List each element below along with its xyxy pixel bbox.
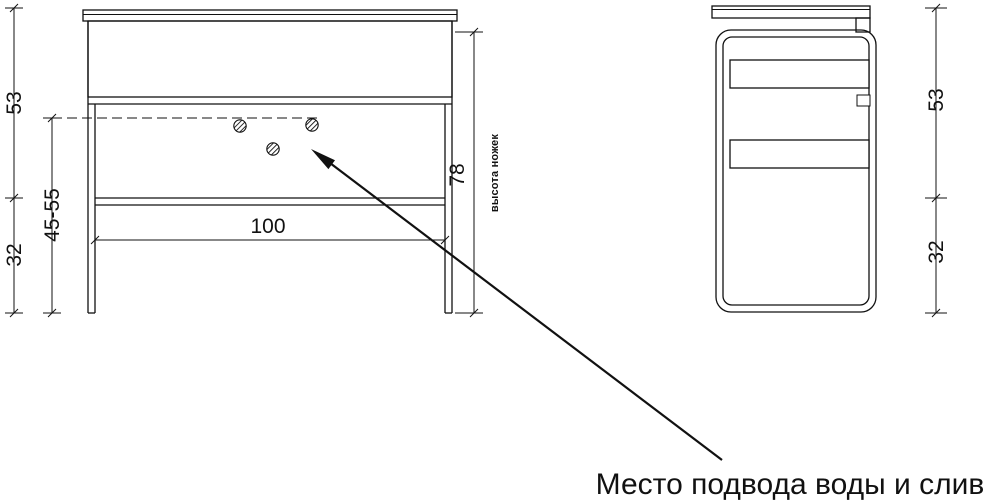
side-countertop bbox=[711, 5, 871, 33]
front-dim-body-height-label: 78 bbox=[446, 163, 469, 186]
side-drawer-bar-bottom bbox=[729, 139, 870, 169]
side-back-edge bbox=[855, 17, 871, 33]
front-countertop bbox=[82, 9, 458, 22]
front-dim-drain-label: 45-55 bbox=[41, 188, 64, 242]
side-view bbox=[711, 3, 947, 318]
front-dim-top-label: 53 bbox=[3, 91, 26, 114]
hole-middle bbox=[266, 142, 280, 156]
front-dim-width-label: 100 bbox=[250, 215, 285, 238]
side-dim-top-label: 53 bbox=[925, 88, 948, 111]
dim-chain-right bbox=[925, 3, 947, 318]
hole-right bbox=[305, 118, 319, 132]
dim-chain-left-outer bbox=[5, 3, 23, 318]
water-drain-holes bbox=[233, 118, 319, 156]
legs-height-note: высота ножек bbox=[489, 134, 501, 212]
dim-chain-body-height bbox=[455, 27, 483, 318]
side-drawer-bars bbox=[729, 59, 871, 169]
dim-chain-drain-height bbox=[43, 113, 61, 318]
front-cabinet-body bbox=[87, 20, 453, 314]
side-drawer-bar-top bbox=[729, 59, 870, 89]
dim-width-100 bbox=[90, 235, 450, 245]
side-tube-frame bbox=[715, 29, 877, 313]
side-dim-bottom-label: 32 bbox=[925, 240, 948, 263]
front-dim-bottom-label: 32 bbox=[3, 243, 26, 266]
callout-arrow bbox=[311, 149, 723, 461]
hole-left bbox=[233, 119, 247, 133]
side-bracket bbox=[856, 94, 871, 107]
arrowhead bbox=[311, 149, 335, 170]
front-view bbox=[5, 3, 483, 318]
callout-label: Место подвода воды и слив bbox=[596, 468, 985, 501]
